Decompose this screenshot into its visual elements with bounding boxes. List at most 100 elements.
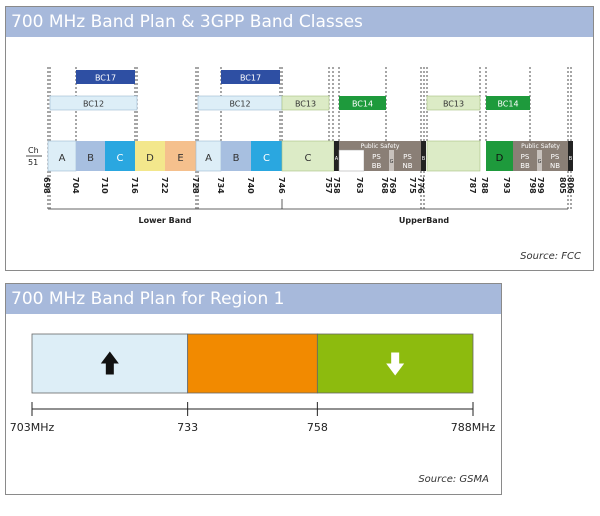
ps-bb-label: BB bbox=[372, 162, 382, 170]
block-a-lower-2 bbox=[195, 140, 222, 172]
guard-band bbox=[537, 150, 542, 171]
band-class-label: BC14 bbox=[352, 100, 373, 109]
frequency-label: 734 bbox=[216, 177, 225, 194]
source-caption: Source: FCC bbox=[520, 251, 581, 262]
ps-nb-block bbox=[542, 150, 568, 171]
frequency-label: 775 bbox=[408, 177, 417, 194]
public-safety-label: Public Safety bbox=[521, 143, 560, 150]
boundary-lines bbox=[47, 67, 572, 209]
axis-tick-label: 703MHz bbox=[10, 421, 55, 434]
upper-band-label: UpperBand bbox=[399, 216, 450, 225]
block-label: B bbox=[569, 156, 573, 162]
block-label: C bbox=[263, 153, 270, 164]
public-safety-header bbox=[339, 141, 421, 150]
ps-nb-label: NB bbox=[402, 162, 412, 170]
ps-nb-label: NB bbox=[550, 162, 560, 170]
band-class-label: BC12 bbox=[83, 100, 104, 109]
guard-label: G bbox=[390, 159, 394, 165]
block-label: B bbox=[233, 153, 240, 164]
panel-title: 700 MHz Band Plan for Region 1 bbox=[6, 284, 501, 314]
block-d-lower bbox=[135, 141, 165, 171]
ps-bb-label: PS bbox=[372, 153, 381, 161]
block-a-lower bbox=[47, 140, 77, 172]
block-label: D bbox=[496, 153, 504, 164]
ps-bb-block bbox=[513, 150, 537, 171]
lower-band-label: Lower Band bbox=[138, 216, 191, 225]
block-c-upper-2 bbox=[426, 140, 481, 172]
frequency-label: 806 bbox=[566, 177, 575, 194]
block-label: B bbox=[422, 156, 426, 162]
block-label: C bbox=[117, 153, 124, 164]
block-c-lower-2 bbox=[251, 141, 282, 171]
guard-label: G bbox=[538, 159, 542, 165]
frequency-label: 787 bbox=[468, 177, 477, 194]
frequency-label: 763 bbox=[355, 177, 364, 194]
up-arrow-icon bbox=[100, 351, 119, 375]
block-a-upper bbox=[334, 141, 339, 171]
frequency-label: 757 bbox=[324, 177, 333, 194]
band-segment-1 bbox=[187, 333, 318, 394]
block-label: A bbox=[335, 156, 339, 162]
axis-tick-label: 788MHz bbox=[451, 421, 496, 434]
frequency-label: 722 bbox=[160, 177, 169, 194]
band-class-bc14-lower bbox=[339, 96, 386, 110]
band-class-bc13-lower bbox=[281, 95, 330, 111]
frequency-label: 710 bbox=[100, 177, 109, 194]
band-class-label: BC14 bbox=[497, 100, 518, 109]
band-class-bc14-upper bbox=[486, 96, 530, 110]
block-label: B bbox=[87, 153, 94, 164]
source-caption: Source: GSMA bbox=[418, 474, 489, 485]
block-label: D bbox=[146, 153, 154, 164]
band-plan-3gpp-panel: 700 MHz Band Plan & 3GPP Band Classes bbox=[5, 6, 594, 271]
band-class-bc12-lower bbox=[49, 95, 138, 111]
band-class-bc17-upper bbox=[221, 70, 280, 84]
frequency-label: 788 bbox=[480, 177, 489, 194]
region1-band-plan-panel: 700 MHz Band Plan for Region 1 703MHz 733… bbox=[5, 283, 502, 495]
band-plan-diagram: BC17 BC17 BC12 BC12 BC13 BC14 BC13 BC14 … bbox=[26, 67, 575, 225]
frequency-label: 728 bbox=[191, 177, 200, 194]
channel-label: Ch bbox=[28, 146, 39, 155]
band-class-bc13-upper bbox=[426, 95, 481, 111]
frequency-label: 793 bbox=[502, 177, 511, 194]
frequency-label: 698 bbox=[42, 177, 51, 194]
frequency-label: 799 bbox=[536, 177, 545, 194]
band-class-label: BC13 bbox=[443, 100, 464, 109]
frequency-label: 740 bbox=[246, 177, 255, 194]
block-label: A bbox=[205, 153, 212, 164]
ps-nb-label: PS bbox=[551, 153, 560, 161]
block-b-lower bbox=[76, 141, 105, 171]
ps-bb-label: PS bbox=[521, 153, 530, 161]
block-c-upper bbox=[281, 140, 335, 172]
block-label: E bbox=[177, 153, 183, 164]
block-b-lower-2 bbox=[221, 141, 251, 171]
ps-bb-block bbox=[364, 150, 389, 171]
frequency-label: 769 bbox=[388, 177, 397, 194]
down-arrow-icon bbox=[386, 352, 405, 376]
band-class-label: BC17 bbox=[95, 74, 116, 83]
ps-gap bbox=[338, 149, 365, 172]
channel-number: 51 bbox=[28, 158, 38, 167]
frequency-label: 805 bbox=[558, 177, 567, 194]
guard-band bbox=[389, 150, 394, 171]
public-safety-header bbox=[513, 141, 568, 150]
band-class-label: BC13 bbox=[295, 100, 316, 109]
block-c-lower bbox=[105, 141, 135, 171]
block-label: C bbox=[305, 153, 312, 164]
frequency-label: 776 bbox=[416, 177, 425, 194]
block-e-lower bbox=[165, 141, 196, 171]
block-b-upper bbox=[421, 141, 426, 171]
block-d-upper bbox=[486, 141, 513, 171]
axis-tick-label: 733 bbox=[177, 421, 198, 434]
frequency-label: 716 bbox=[130, 177, 139, 194]
block-b-upper-2 bbox=[568, 141, 573, 171]
ps-nb-label: PS bbox=[403, 153, 412, 161]
public-safety-label: Public Safety bbox=[361, 143, 400, 150]
frequency-label: 798 bbox=[528, 177, 537, 194]
region1-band-chart: 703MHz 733 758 788MHz bbox=[10, 333, 496, 434]
band-class-label: BC17 bbox=[240, 74, 261, 83]
frequency-label: 758 bbox=[332, 177, 341, 194]
band-class-label: BC12 bbox=[229, 100, 250, 109]
frequency-labels: 698 704 710 716 722 728 734 740 746 757 … bbox=[42, 177, 575, 194]
axis-tick-label: 758 bbox=[307, 421, 328, 434]
frequency-label: 704 bbox=[71, 177, 80, 194]
